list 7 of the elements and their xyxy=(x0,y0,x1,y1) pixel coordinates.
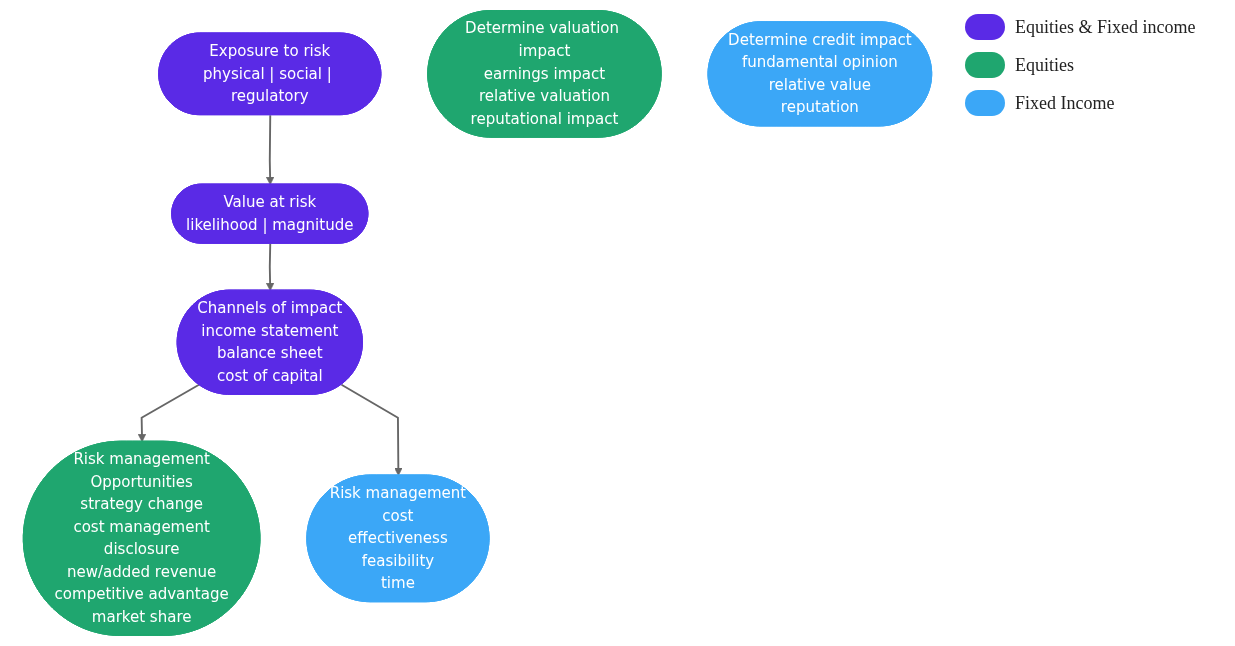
arrow xyxy=(137,383,200,443)
arrow xyxy=(340,383,403,476)
legend-label: Equities xyxy=(1015,54,1074,76)
legend-label: Fixed Income xyxy=(1015,92,1115,114)
arrow xyxy=(266,242,275,291)
legend-label: Equities & Fixed income xyxy=(1015,16,1196,38)
arrow xyxy=(266,114,275,185)
